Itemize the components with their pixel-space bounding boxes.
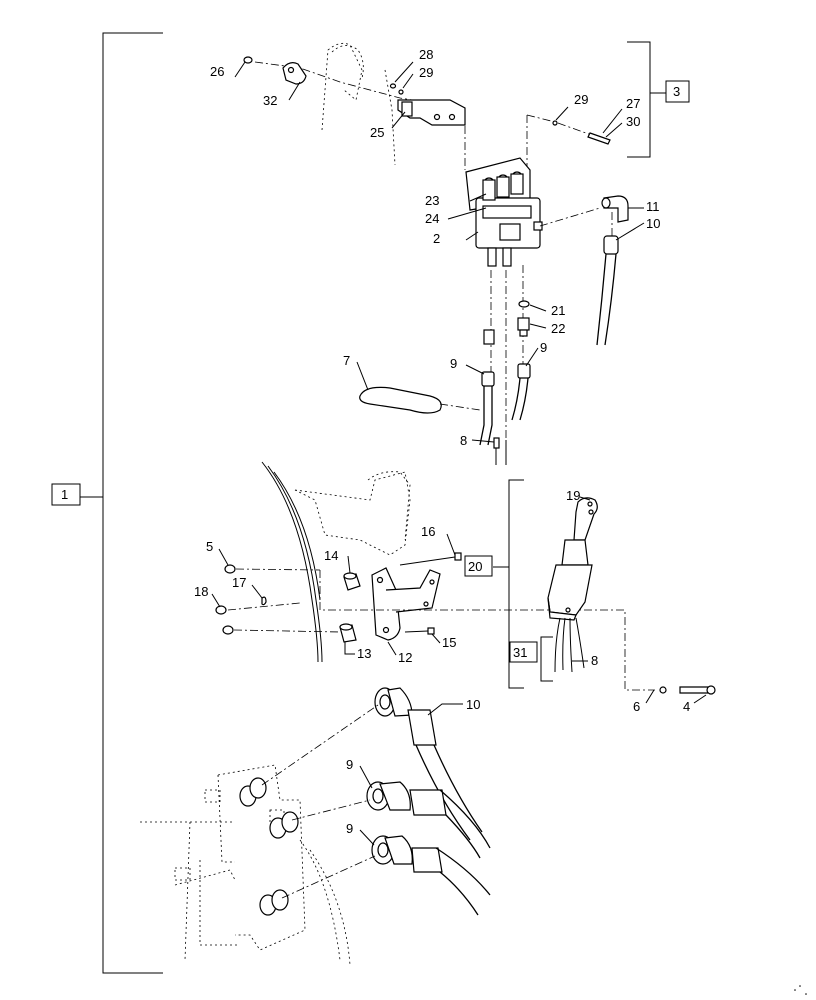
- washer-lower-left: [222, 625, 234, 635]
- washer-6: [659, 686, 667, 694]
- callout-20: 20: [468, 559, 482, 574]
- callout-13: 13: [357, 646, 371, 661]
- group-1-bracket: [80, 32, 163, 974]
- hose-9-lower-1: [366, 781, 491, 859]
- hose-10-upper: [596, 235, 619, 346]
- callout-box-1: [51, 483, 81, 506]
- callout-29a: 29: [419, 65, 433, 80]
- callout-2: 2: [433, 231, 440, 246]
- callout-6: 6: [633, 699, 640, 714]
- callout-9d: 9: [346, 821, 353, 836]
- callout-14: 14: [324, 548, 338, 563]
- callout-32: 32: [263, 93, 277, 108]
- callout-box-20: [464, 555, 493, 577]
- callout-8b: 8: [591, 653, 598, 668]
- bolt-4: [679, 685, 716, 695]
- control-valve-2: [465, 157, 543, 267]
- callout-29b: 29: [574, 92, 588, 107]
- callout-17: 17: [232, 575, 246, 590]
- fitting-22: [517, 317, 530, 337]
- nut-28: [389, 83, 397, 89]
- callout-10a: 10: [646, 216, 660, 231]
- clip-17: [261, 596, 267, 606]
- rear-valve-block: [140, 764, 351, 966]
- callout-1: 1: [61, 487, 68, 502]
- fitting-left: [483, 329, 495, 345]
- callout-21: 21: [551, 303, 565, 318]
- spacer-14: [343, 572, 361, 591]
- callout-labels: 1 3 20 31 26 32 25 28 29 29 27 30 23 24 …: [51, 47, 690, 836]
- nut-29b: [552, 120, 558, 126]
- washer-21: [518, 300, 530, 308]
- leader-lines: [211, 61, 707, 846]
- callout-28: 28: [419, 47, 433, 62]
- bolt-15: [404, 627, 435, 635]
- tractor-fender-outline: [261, 461, 411, 663]
- callout-23: 23: [425, 193, 439, 208]
- callout-30: 30: [626, 114, 640, 129]
- callout-25: 25: [370, 125, 384, 140]
- hose-9-upper-left: [479, 371, 495, 446]
- callout-26: 26: [210, 64, 224, 79]
- callout-15: 15: [442, 635, 456, 650]
- elbow-fitting-11: [601, 195, 629, 223]
- callout-3: 3: [673, 84, 680, 99]
- joystick-19: [547, 497, 598, 673]
- bracket-12: [371, 567, 441, 641]
- callout-7: 7: [343, 353, 350, 368]
- top-mount-assembly: [243, 42, 611, 175]
- spacer-13: [339, 623, 357, 643]
- callout-12: 12: [398, 650, 412, 665]
- hose-9-lower-2: [371, 835, 491, 916]
- hose-ends-8: [493, 437, 507, 465]
- callout-5: 5: [206, 539, 213, 554]
- bolt-30: [587, 132, 611, 145]
- callout-18: 18: [194, 584, 208, 599]
- corner-marks: [794, 985, 807, 995]
- callout-9b: 9: [450, 356, 457, 371]
- callout-10b: 10: [466, 697, 480, 712]
- callout-4: 4: [683, 699, 690, 714]
- callout-11: 11: [646, 199, 660, 214]
- washer-29: [398, 89, 404, 95]
- hose-9-upper-right: [511, 363, 531, 421]
- group-31-bracket: [540, 636, 553, 682]
- strap-7: [359, 386, 481, 414]
- callout-16: 16: [421, 524, 435, 539]
- callout-9c: 9: [346, 757, 353, 772]
- callout-box-31: [509, 641, 538, 663]
- port-fittings: [239, 777, 299, 916]
- callout-8a: 8: [460, 433, 467, 448]
- clamp-32: [282, 62, 307, 85]
- washer-5: [224, 564, 236, 574]
- callout-31: 31: [513, 645, 527, 660]
- callout-box-3: [665, 80, 690, 103]
- washer-18: [215, 605, 227, 615]
- bolt-16: [399, 552, 462, 566]
- bracket-25: [397, 99, 466, 126]
- callout-19: 19: [566, 488, 580, 503]
- group-3-bracket: [627, 41, 666, 158]
- callout-22: 22: [551, 321, 565, 336]
- screw-26: [243, 56, 253, 64]
- callout-27: 27: [626, 96, 640, 111]
- callout-9a: 9: [540, 340, 547, 355]
- callout-24: 24: [425, 211, 439, 226]
- group-20-bracket: [493, 479, 524, 689]
